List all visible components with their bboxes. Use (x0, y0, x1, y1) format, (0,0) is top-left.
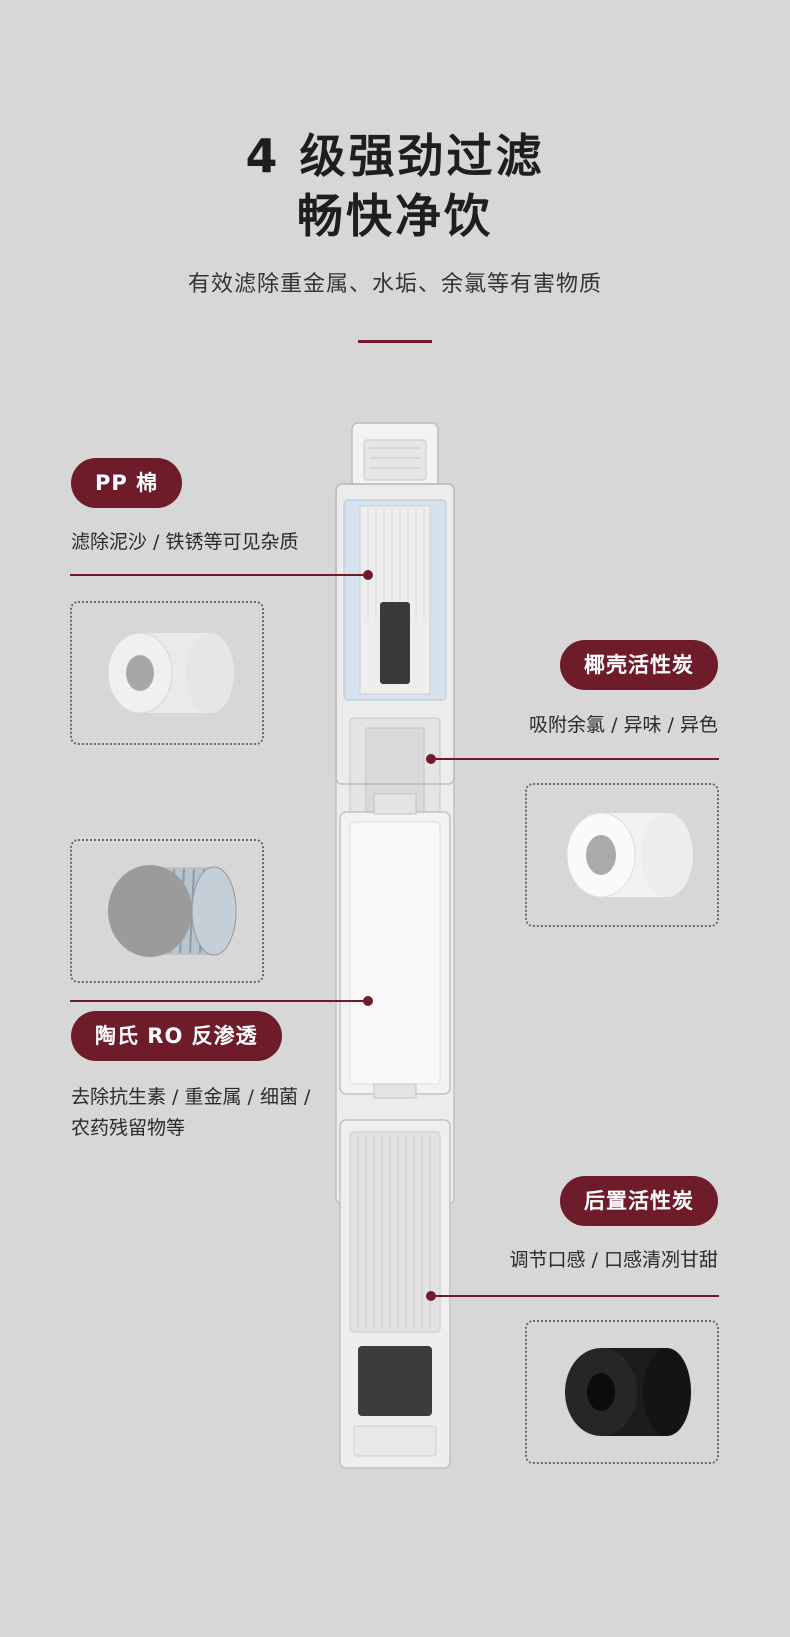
black-carbon-cylinder-icon (565, 1348, 691, 1436)
white-carbon-cylinder-icon (566, 812, 693, 898)
ro-membrane-roll-icon (108, 865, 237, 957)
stage1-housing (335, 483, 455, 785)
stage-post-pill: 后置活性炭 (560, 1176, 718, 1226)
stage-ro-leader-line (70, 1000, 368, 1002)
stage-pp-pill: PP 棉 (71, 458, 183, 508)
stage-ro-desc-line1: 去除抗生素 / 重金属 / 细菌 / (71, 1086, 311, 1108)
page-title-line2: 畅快净饮 (297, 189, 493, 243)
page-title-line1: 4 级强劲过滤 (245, 129, 545, 183)
stage-coconut-pill: 椰壳活性炭 (560, 640, 718, 690)
stage-ro-leader-dot (363, 996, 373, 1006)
stage-ro-desc-line2: 农药残留物等 (71, 1117, 186, 1139)
stage-post-leader-line (431, 1295, 719, 1297)
pp-cotton-cylinder-icon (107, 632, 234, 714)
page-subtitle: 有效滤除重金属、水垢、余氯等有害物质 (187, 272, 602, 297)
stage-ro-image-frame (70, 839, 264, 983)
stage-pp-leader-dot (363, 570, 373, 580)
stage-coconut-desc: 吸附余氯 / 异味 / 异色 (529, 714, 718, 736)
stage-pp-image-frame (70, 601, 264, 745)
stage-post-desc: 调节口感 / 口感清冽甘甜 (509, 1249, 718, 1271)
stage-coconut-image-frame (525, 783, 719, 927)
stage-pp-leader-line (70, 574, 368, 576)
stage-pp-desc: 滤除泥沙 / 铁锈等可见杂质 (71, 531, 299, 553)
ro-stage-housing (339, 793, 451, 1099)
stage-post-image-frame (525, 1320, 719, 1464)
stage-ro-pill: 陶氏 RO 反渗透 (71, 1011, 282, 1061)
stage-coconut-leader-line (431, 758, 719, 760)
title-divider (358, 340, 432, 343)
post-carbon-stage-housing (339, 1119, 451, 1469)
